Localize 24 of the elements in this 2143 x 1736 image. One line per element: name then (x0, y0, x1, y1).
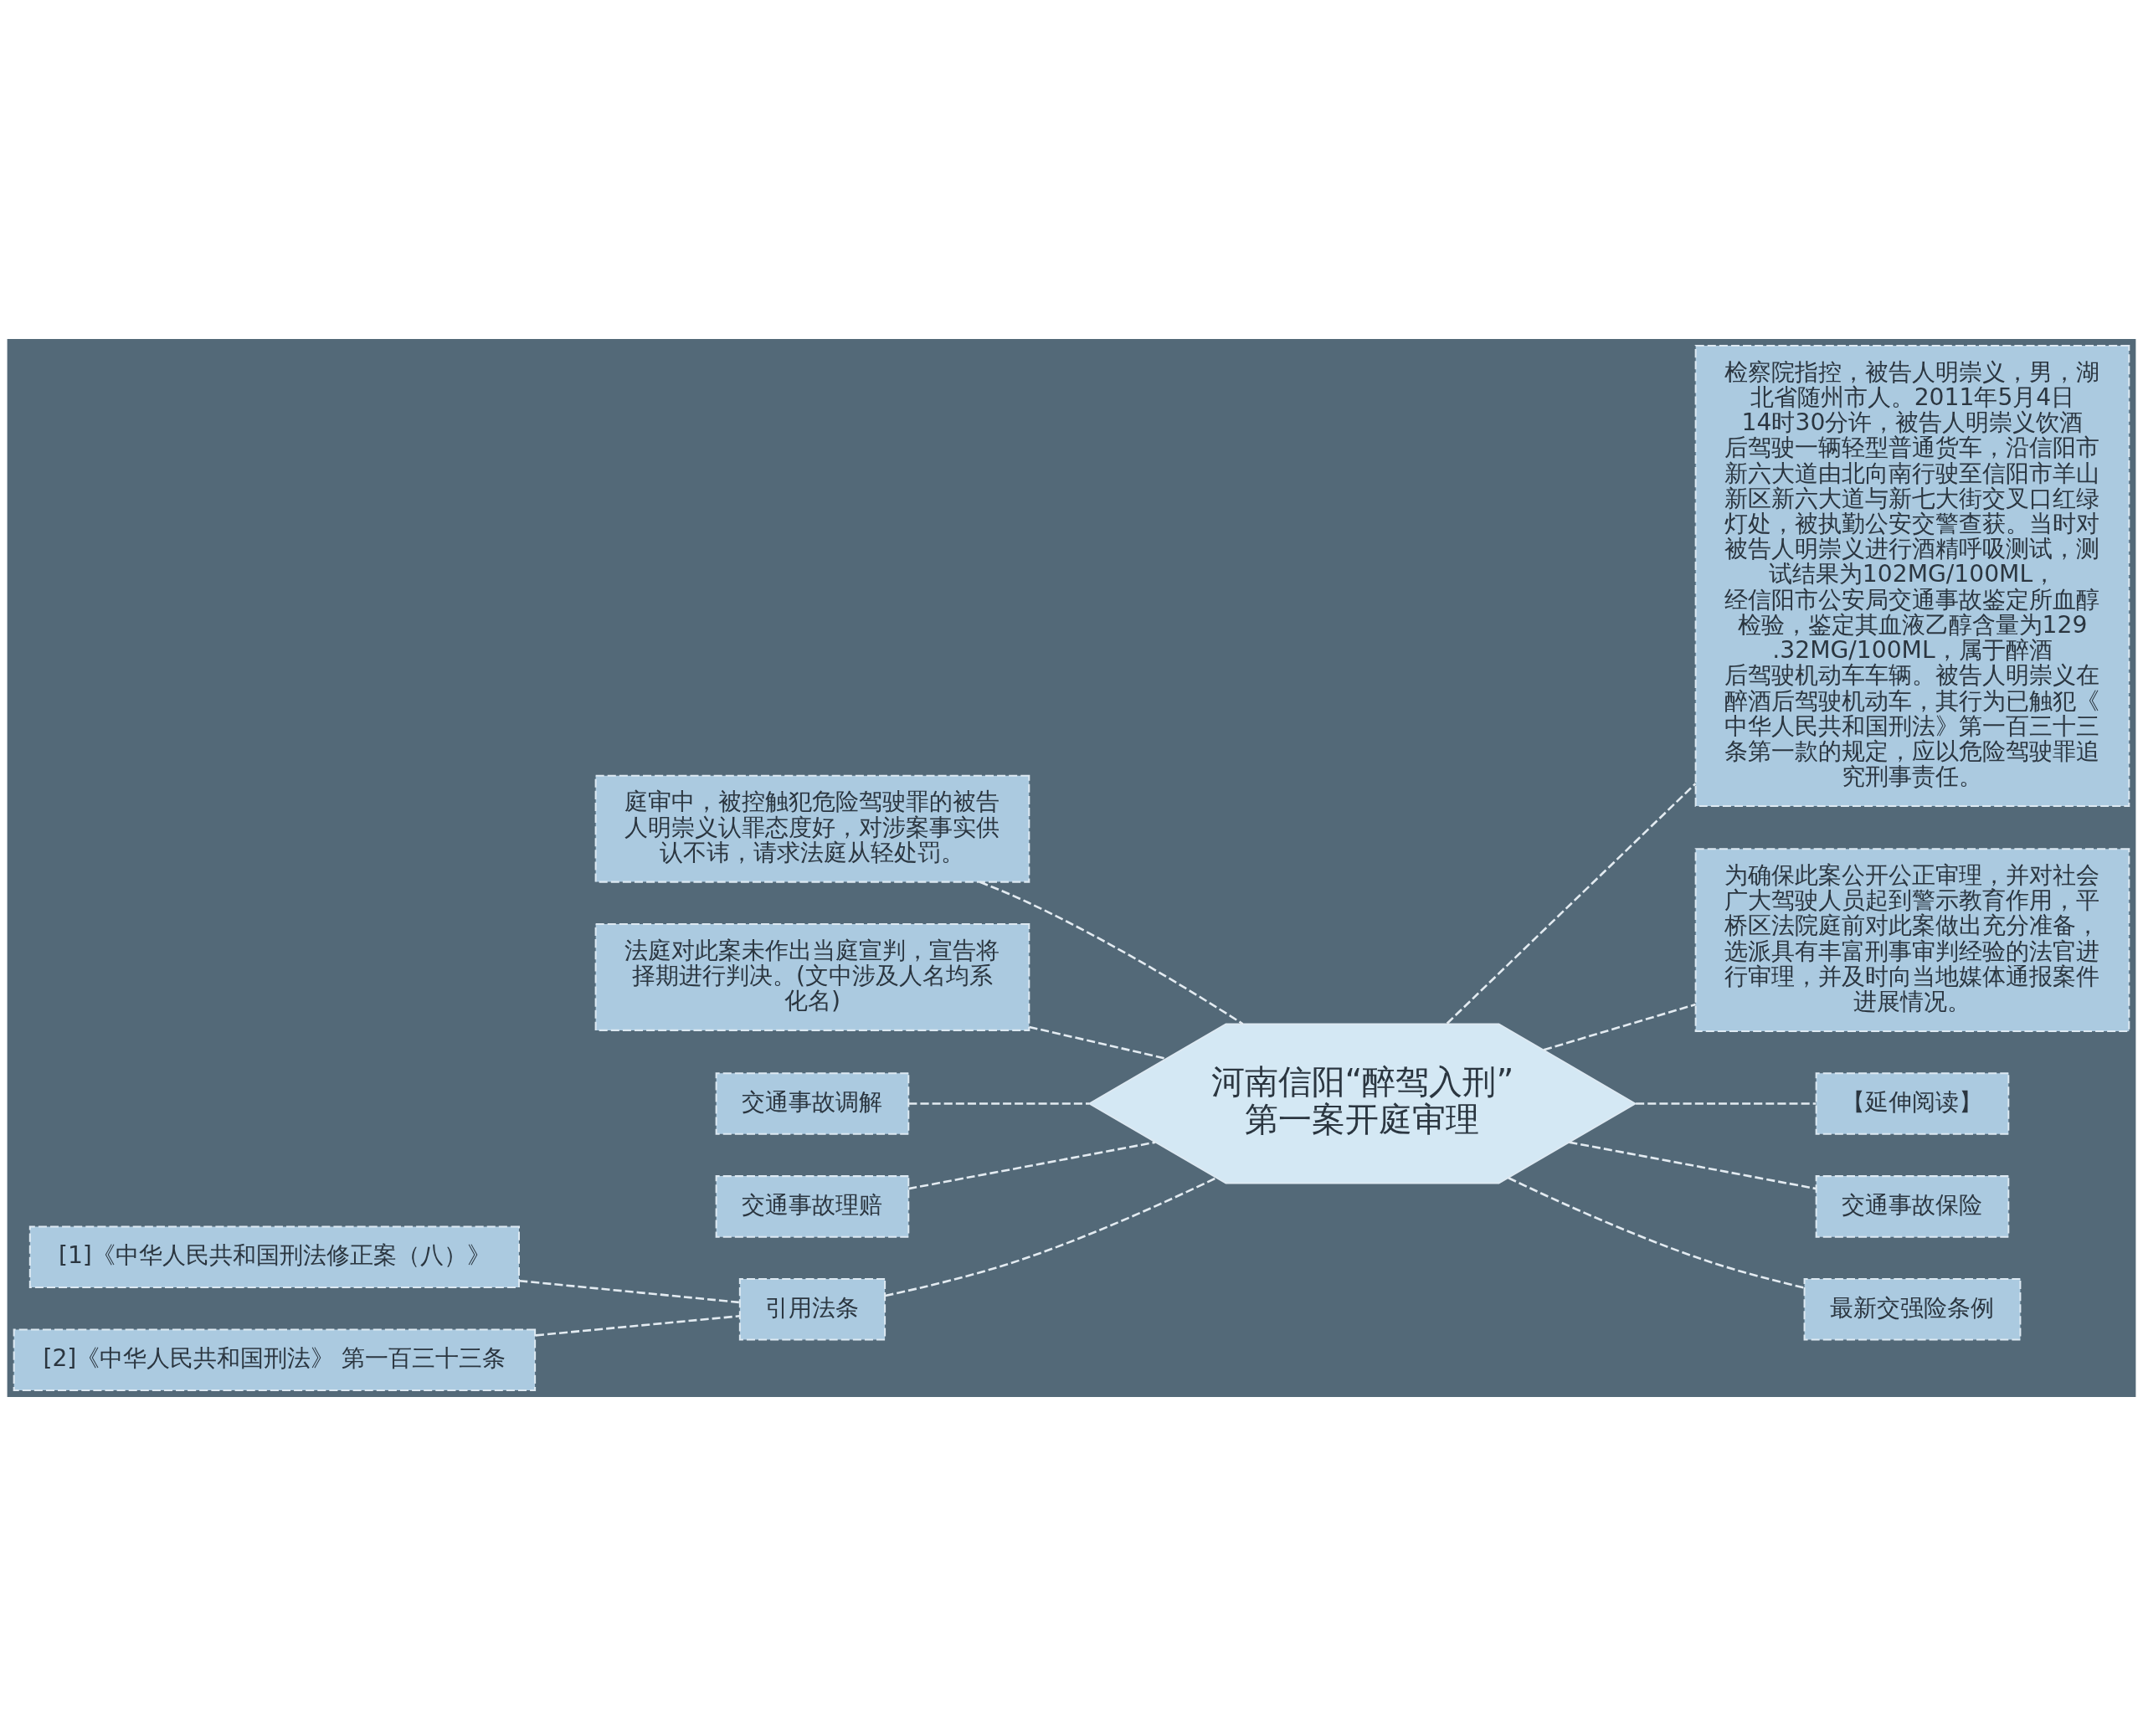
node-box: 为确保此案公开公正审理，并对社会广大驾驶人员起到警示教育作用，平桥区法院庭前对此案做出充分准备，选派具有丰富刑事审判经验的法官进行审理，并及时向当地媒体通报案件进展情况。 (1694, 848, 2130, 1032)
node-box: [1]《中华人民共和国刑法修正案（八）》 (28, 1225, 520, 1289)
node-box: 交通事故理赔 (715, 1175, 910, 1238)
connector (979, 881, 1244, 1025)
connector (1569, 1141, 1817, 1190)
node-box: 引用法条 (738, 1278, 886, 1341)
node-box: 检察院指控，被告人明崇义，男，湖北省随州市人。2011年5月4日14时30分许，被告人明崇义饮酒后驾驶一辆轻型普通货车，沿信阳市新六大道由北向南行驶至信阳市羊山新区新六大道与新七大街交叉口红绿灯处，被执勤公安交警查获。当时对被告人明崇义进行酒精呼吸测试，测试结果为102MG/100ML，经信阳市公安局交通事故鉴定所血醇检验，鉴定其血液乙醇含量为129.32MG/100ML，属于醉酒后驾驶机动车车辆。被告人明崇义在醉酒后驾驶机动车，其行为已触犯《中华人民共和国刑法》第一百三十三条第一款的规定，应以危险驾驶罪追究刑事责任。 (1694, 345, 2130, 807)
connector (1029, 1025, 1167, 1060)
node-box: [2]《中华人民共和国刑法》 第一百三十三条 (13, 1328, 537, 1391)
connector (885, 1177, 1217, 1297)
node-box: 最新交强险条例 (1803, 1278, 2022, 1341)
node-box: 法庭对此案未作出当庭宣判，宣告将择期进行判决。(文中涉及人名均系化名) (594, 922, 1030, 1031)
connector (908, 1102, 1090, 1105)
connector (519, 1279, 740, 1304)
connector (908, 1141, 1156, 1190)
node-box: 交通事故保险 (1815, 1175, 2010, 1238)
node-box: 【延伸阅读】 (1815, 1072, 2010, 1135)
connector (1446, 783, 1697, 1025)
node-box: 庭审中，被控触犯危险驾驶罪的被告人明崇义认罪态度好，对涉案事实供认不讳，请求法庭从轻处罚。 (594, 774, 1030, 883)
connector (1636, 1102, 1817, 1105)
connector (1508, 1177, 1805, 1289)
connector (535, 1315, 740, 1337)
connector (1543, 1003, 1696, 1051)
node-box: 交通事故调解 (715, 1072, 910, 1135)
